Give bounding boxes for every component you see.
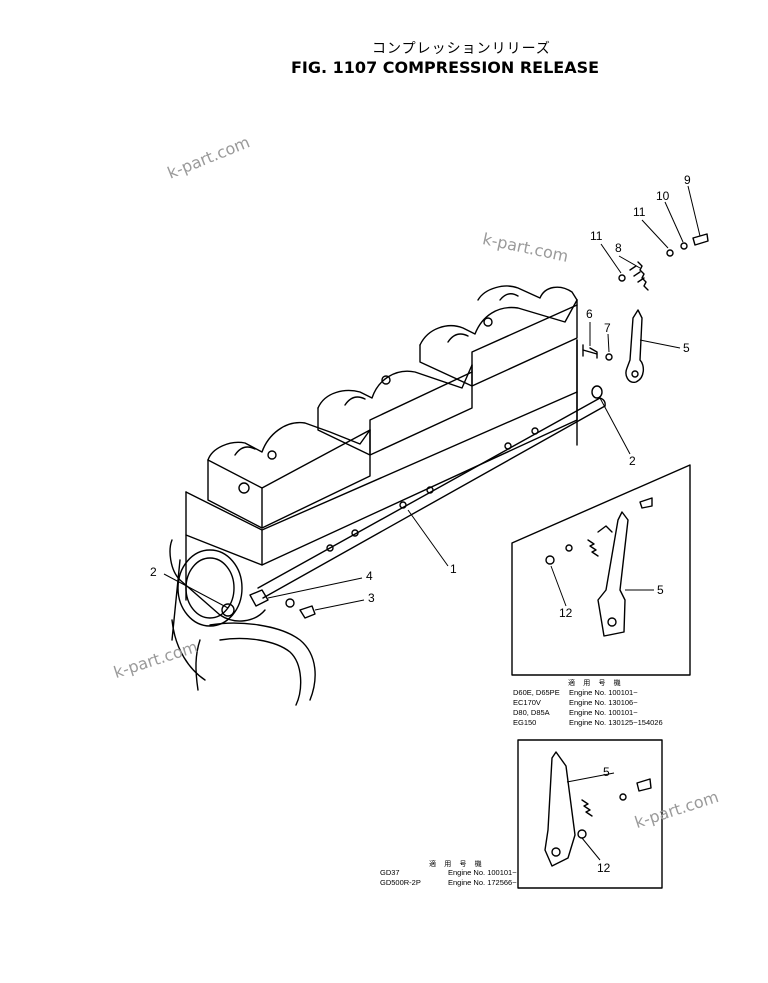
callout-10: 10	[656, 189, 670, 203]
callout-4: 4	[366, 569, 373, 583]
callout-8: 8	[615, 241, 622, 255]
front-housing	[169, 539, 316, 706]
callout-11: 11	[633, 205, 646, 219]
callout-12: 12	[597, 861, 611, 875]
callout-5: 5	[683, 341, 690, 355]
callout-6: 6	[586, 307, 593, 321]
figure-title: FIG. 1107 COMPRESSION RELEASE	[291, 58, 600, 77]
rocker-cover-assembly	[185, 285, 578, 601]
leader-lines	[163, 185, 701, 861]
figure-title-japanese: コンプレッションリリーズ	[372, 41, 551, 57]
callout-2: 2	[150, 565, 157, 579]
callout-1: 1	[450, 562, 457, 576]
right-exploded-parts	[582, 233, 709, 399]
callout-7: 7	[604, 321, 611, 335]
callout-5: 5	[603, 765, 610, 779]
inset-box-1	[511, 464, 691, 676]
callout-11: 11	[590, 229, 603, 243]
callout-3: 3	[368, 591, 375, 605]
applicability-heading: 適 用 号 機	[568, 679, 624, 687]
callout-2: 2	[629, 454, 636, 468]
callout-9: 9	[684, 173, 691, 187]
release-shaft	[257, 397, 606, 599]
callout-5: 5	[657, 583, 664, 597]
callout-12: 12	[559, 606, 573, 620]
inset-box-2	[517, 739, 663, 889]
applicability-heading: 適 用 号 機	[429, 860, 485, 868]
